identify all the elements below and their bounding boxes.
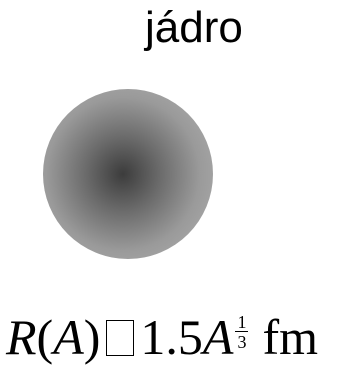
formula-close-paren: ) xyxy=(83,309,101,365)
formula-r: R xyxy=(6,309,37,365)
exponent-denominator: 3 xyxy=(237,332,247,352)
formula-open-paren: ( xyxy=(36,309,54,365)
nucleus-sphere xyxy=(43,89,213,259)
formula-a-argument: A xyxy=(53,309,84,365)
formula-unit: fm xyxy=(262,309,318,365)
diagram-title: jádro xyxy=(145,3,243,52)
formula-coefficient: 1.5 xyxy=(140,309,203,365)
formula-a-base: A xyxy=(202,309,234,365)
exponent-numerator: 1 xyxy=(235,312,249,332)
formula-exponent: 1 3 xyxy=(235,312,249,352)
radius-formula: R ( A ) 1.5 A 1 3 fm xyxy=(6,312,318,377)
missing-glyph-box xyxy=(106,320,135,356)
